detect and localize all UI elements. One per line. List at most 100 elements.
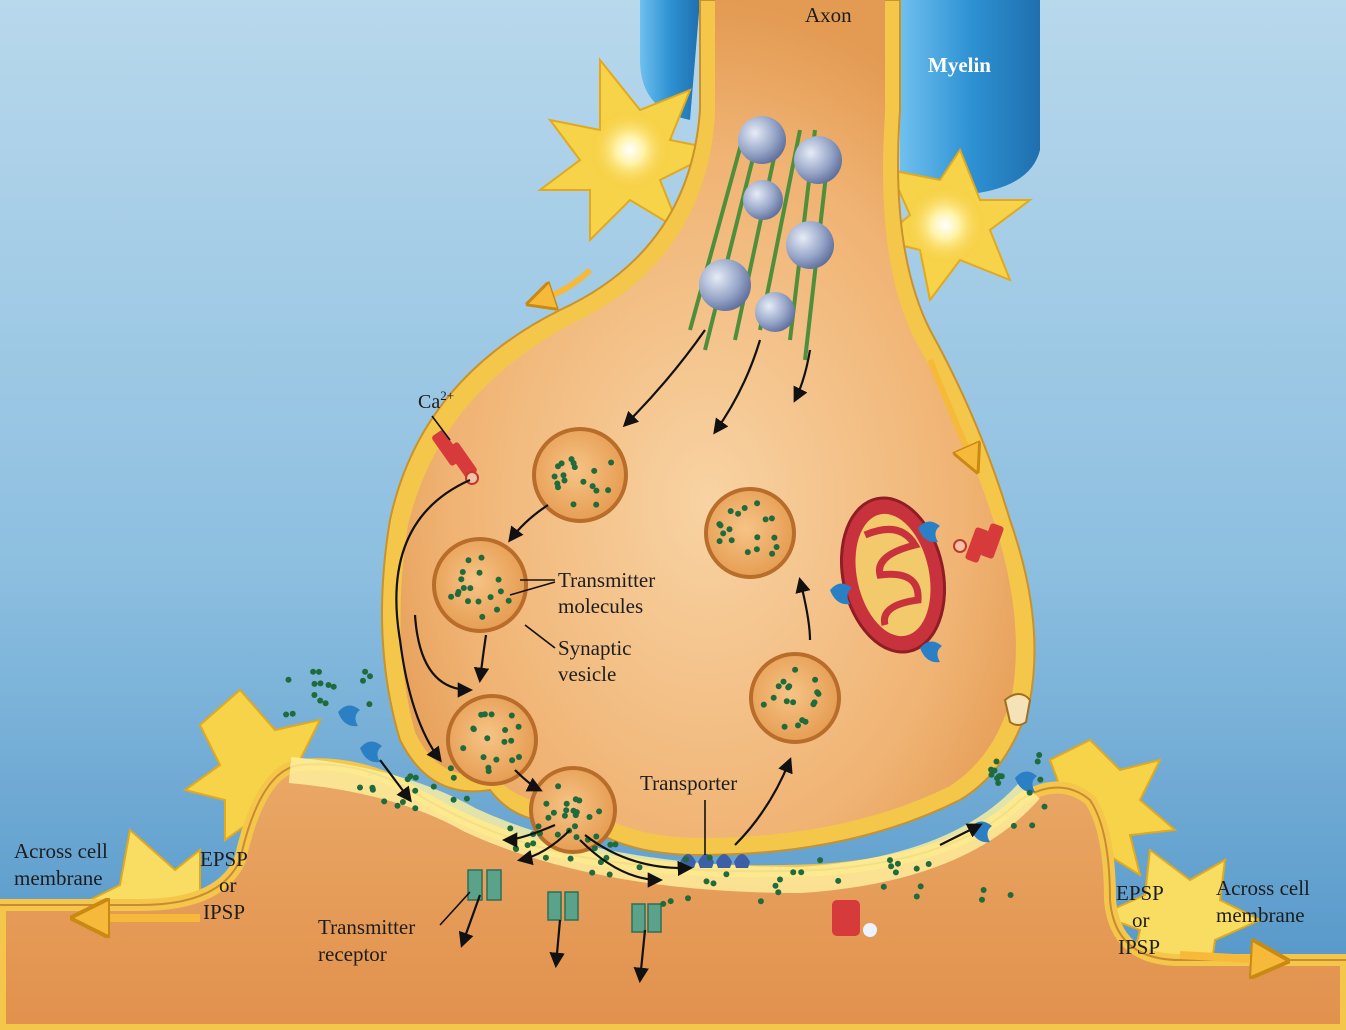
- free-transmitter-dot: [289, 710, 296, 717]
- transmitter-dot: [494, 606, 500, 613]
- free-transmitter-dot: [991, 767, 998, 774]
- myelin-label: Myelin: [928, 53, 991, 77]
- transmitter-dot: [505, 597, 512, 604]
- synaptic-vesicle-label-line2: vesicle: [558, 662, 616, 686]
- vesicle-6: [749, 652, 841, 744]
- transmitter-dot: [768, 515, 775, 522]
- free-transmitter-dot: [357, 784, 363, 791]
- free-transmitter-dot: [723, 871, 730, 878]
- free-transmitter-dot: [450, 796, 457, 803]
- free-transmitter-dot: [310, 668, 317, 675]
- transmitter-dot: [480, 754, 487, 761]
- free-transmitter-dot: [682, 856, 689, 863]
- free-transmitter-dot: [330, 683, 337, 690]
- transmitter-dot: [728, 537, 735, 544]
- transmitter-dot: [720, 530, 727, 537]
- transmitter-dot: [485, 768, 492, 775]
- free-transmitter-dot: [917, 883, 924, 890]
- free-transmitter-dot: [1029, 822, 1036, 829]
- calcium-charge: 2+: [440, 388, 454, 403]
- free-transmitter-dot: [412, 805, 419, 812]
- free-transmitter-dot: [317, 697, 324, 704]
- transmitter-dot: [762, 516, 769, 523]
- free-transmitter-dot: [660, 900, 667, 907]
- transmitter-molecules-label-line1: Transmitter: [558, 568, 655, 592]
- free-transmitter-dot: [311, 692, 318, 698]
- calcium-label: Ca2+: [418, 388, 454, 413]
- free-transmitter-dot: [283, 711, 290, 718]
- transmitter-dot: [754, 500, 761, 507]
- vesicle-3: [446, 694, 538, 786]
- transmitter-dot: [561, 477, 568, 484]
- transmitter-molecules-label-line2: molecules: [558, 594, 643, 618]
- transmitter-dot: [783, 698, 790, 705]
- left-epsp-label: EPSP: [200, 847, 248, 871]
- transmitter-dot: [802, 718, 809, 725]
- transmitter-dot: [781, 723, 788, 730]
- transmitter-dot: [455, 588, 462, 595]
- free-transmitter-dot: [1036, 752, 1043, 758]
- free-transmitter-dot: [591, 845, 598, 852]
- free-transmitter-dot: [394, 802, 401, 809]
- transmitter-dot: [716, 538, 723, 545]
- transmitter-receptor-label-line2: receptor: [318, 942, 387, 966]
- free-transmitter-dot: [360, 677, 366, 684]
- transmitter-dot: [593, 487, 600, 494]
- free-transmitter-dot: [316, 668, 322, 675]
- free-transmitter-dot: [317, 680, 324, 687]
- transmitter-dot: [516, 754, 522, 760]
- transmitter-dot: [596, 808, 603, 815]
- transmitter-dot: [570, 807, 577, 814]
- free-transmitter-dot: [412, 787, 419, 794]
- free-transmitter-dot: [430, 783, 437, 790]
- free-transmitter-dot: [894, 860, 901, 867]
- vesicle-5: [704, 487, 796, 579]
- transmitter-dot: [605, 487, 612, 494]
- free-transmitter-dot: [381, 798, 388, 805]
- transmitter-dot: [508, 737, 515, 744]
- free-transmitter-dot: [1034, 758, 1041, 765]
- transmitter-dot: [478, 554, 485, 561]
- free-transmitter-dot: [311, 680, 318, 687]
- transmitter-dot: [593, 501, 600, 508]
- transmitter-receptor-label-line1: Transmitter: [318, 915, 415, 939]
- transmitter-dot: [493, 756, 500, 763]
- free-transmitter-dot: [369, 784, 376, 791]
- transmitter-molecules: [448, 456, 822, 841]
- transmitter-dot: [467, 585, 474, 592]
- free-transmitter-dot: [757, 898, 764, 905]
- transmitter-dot: [726, 526, 733, 533]
- free-transmitter-dot: [1026, 789, 1033, 796]
- transmitter-dot: [550, 809, 557, 816]
- transmitter-dot: [589, 483, 596, 490]
- transmitter-dot: [563, 807, 570, 814]
- free-transmitter-dot: [996, 773, 1002, 780]
- transmitter-dot: [773, 544, 780, 550]
- free-transmitter-dot: [399, 799, 406, 805]
- left-ipsp-label: IPSP: [203, 900, 245, 924]
- free-transmitter-dot: [512, 845, 519, 852]
- free-transmitter-dot: [706, 854, 713, 861]
- free-transmitter-dot: [1037, 776, 1044, 783]
- transmitter-dot: [771, 534, 778, 541]
- free-transmitter-dot: [988, 771, 995, 778]
- free-transmitter-dot: [790, 869, 797, 876]
- free-transmitter-dot: [1041, 803, 1048, 810]
- free-transmitter-dot: [530, 840, 537, 847]
- mitochondrion: [839, 496, 947, 654]
- free-transmitter-dot: [450, 774, 457, 781]
- flow-arrows: [379, 329, 983, 984]
- membrane-pump-right: [1003, 693, 1032, 726]
- transmitter-dot: [545, 814, 552, 821]
- free-transmitter-dot: [1010, 822, 1017, 829]
- transmitter-dot: [555, 783, 562, 790]
- transmitter-dot: [795, 722, 801, 729]
- free-transmitter-dot: [367, 673, 373, 680]
- transmitter-dot: [487, 594, 494, 601]
- transmitter-dot: [608, 459, 615, 466]
- transmitter-dot: [580, 478, 587, 485]
- free-transmitter-dot: [542, 854, 549, 861]
- transmitter-dot: [814, 689, 821, 696]
- enzymes: [338, 521, 1037, 843]
